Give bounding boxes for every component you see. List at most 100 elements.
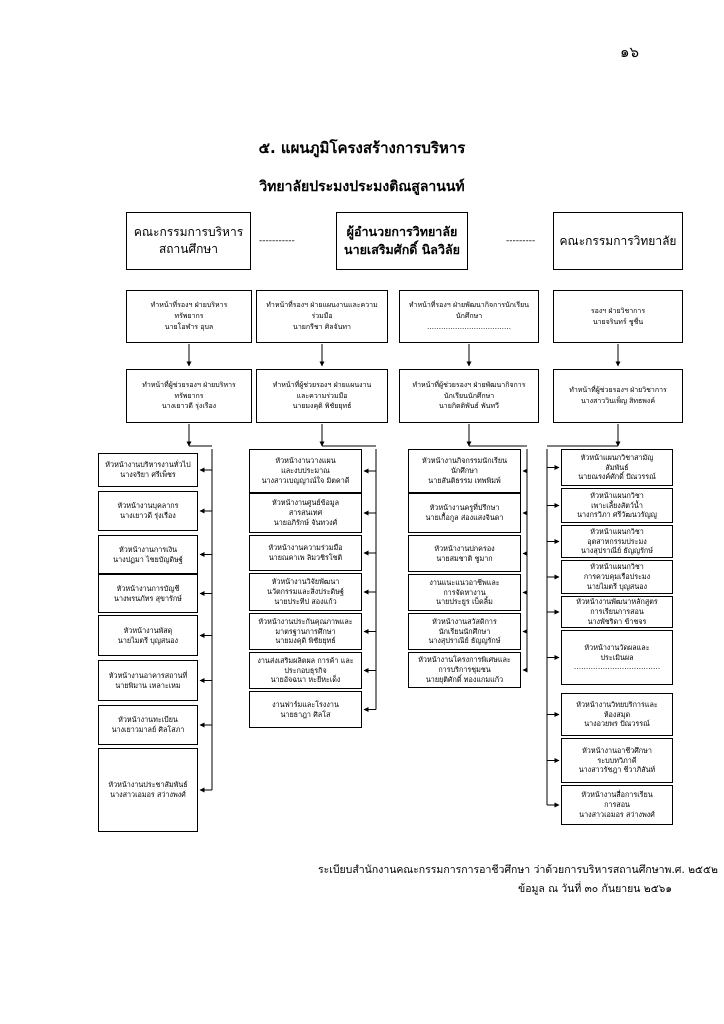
box-line: นางเยาวมาลย์ ศิลโสภา xyxy=(111,725,185,734)
box-line: หัวหน้างานอาคารสถานที่ xyxy=(108,670,188,680)
box-department: หัวหน้างานวิจัยพัฒนานวัตกรรมและสิ่งประดิ… xyxy=(249,573,362,611)
box-line: ทำหน้าที่ผู้ช่วยรองฯ ฝ่ายวิชาการ xyxy=(569,386,667,395)
box-assistant: ทำหน้าที่ผู้ช่วยรองฯ ฝ่ายบริหารทรัพยากรน… xyxy=(126,369,252,423)
box-line: งานฟาร์มและโรงงาน xyxy=(272,699,339,709)
box-department: หัวหน้างานปกครองนายสมชาติ ชูมาก xyxy=(408,535,521,572)
box-line: ทรัพยากร xyxy=(174,391,204,400)
box-line: หัวหน้างานบุคลากร xyxy=(117,501,179,511)
box-line: ……………………………… xyxy=(573,662,661,672)
box-assistant: ทำหน้าที่ผู้ช่วยรองฯ ฝ่ายพัฒนากิจการนักเ… xyxy=(399,369,539,423)
box-line: หัวหน้างานโครงการพิเศษและ xyxy=(418,655,511,665)
box-line: ……………………………… xyxy=(427,322,511,331)
box-line: นักเรียนนักศึกษา xyxy=(443,391,495,400)
box-department: งานแนะแนวอาชีพและการจัดหางานนายประยูร เบ… xyxy=(408,574,521,611)
box-line: นายมงคุดิ พิชัยยุทธ์ xyxy=(292,402,352,411)
box-line: สถานศึกษา xyxy=(158,242,219,256)
box-line: หัวหน้างานสื่อการเรียน xyxy=(581,790,653,800)
box-line: นายกิตติพันธ์ พันทวี xyxy=(439,402,499,411)
box-department: หัวหน้างานวิทยบริการและห้องสมุดนางอวยพร … xyxy=(561,693,673,736)
box-line: ทำหน้าที่รองฯ ฝ่ายบริหาร xyxy=(150,301,228,310)
box-line: ทำหน้าที่ผู้ช่วยรองฯ ฝ่ายพัฒนากิจการ xyxy=(412,380,526,389)
dashed-link-left: ----------- xyxy=(259,236,295,246)
box-line: นายไมตรี บุญสนอง xyxy=(117,635,179,645)
box-line: นางอวยพร ปัณวรรณ์ xyxy=(584,719,650,729)
box-line: เพาะเลี้ยงสัตว์น้ำ xyxy=(591,500,643,510)
box-department: หัวหน้างานพัสดุนายไมตรี บุญสนอง xyxy=(98,615,198,656)
box-deputy: รองฯ ฝ่ายวิชาการนายจรินทร์ ชูชื่น xyxy=(553,290,683,343)
box-line: นางสาววินเพ็ญ สิทธพงค์ xyxy=(580,397,656,405)
box-department: หัวหน้างานสื่อการเรียนการสอนนางสาวเอมอร … xyxy=(561,785,673,825)
box-line: นายอัจฉนา หะยีหะเด็ง xyxy=(270,675,341,685)
box-line: หัวหน้างานความร่วมมือ xyxy=(268,543,343,553)
box-line: การสอน xyxy=(604,800,630,810)
box-department: หัวหน้างานบุคลากรนางเยาวดี รุ่งเรือง xyxy=(98,491,198,531)
box-line: สารสนเทศ xyxy=(288,508,323,518)
box-line: ทำหน้าที่ผู้ช่วยรองฯ ฝ่ายแผนงาน xyxy=(272,380,372,389)
box-line: ทำหน้าที่รองฯ ฝ่ายพัฒนากิจการนักเรียน xyxy=(408,301,530,310)
box-deputy: ทำหน้าที่รองฯ ฝ่ายบริหารทรัพยากรนายโอฬาร… xyxy=(126,290,252,343)
box-line: นายเสริมศักดิ์ นิลวิลัย xyxy=(344,242,460,257)
box-director: ผู้อำนวยการวิทยาลัย นายเสริมศักดิ์ นิลวิ… xyxy=(336,212,468,270)
box-line: นายโอฬาร อุบล xyxy=(164,322,214,331)
box-department: หัวหน้าแผนกวิชาการควบคุมเรือประมงนายไมตร… xyxy=(561,560,673,594)
box-college-board: คณะกรรมการวิทยาลัย xyxy=(553,212,683,270)
box-line: นางสาวรัชฎา ชีวาภิสันท์ xyxy=(578,765,656,775)
box-line: นายอภิรักษ์ จันทวงศ์ xyxy=(273,517,338,527)
box-line: นายเกื้อกูล ส่องแสงจินดา xyxy=(425,513,504,522)
box-line: หัวหน้าแผนกวิชา xyxy=(590,526,644,536)
box-line: นายธาฎา ศิลโส xyxy=(280,709,331,719)
box-line: นายไมตรี บุญสนอง xyxy=(586,581,648,591)
box-line: นางสาวเบญญาณ์ใจ มิตคาดี xyxy=(261,475,350,485)
box-department: หัวหน้างานวางแผนและงบประมาณนางสาวเบญญาณ์… xyxy=(249,449,362,493)
box-line: นายมงคุดิ พิชัยยุทธ์ xyxy=(275,636,336,646)
box-department: งานส่งเสริมผลิตผล การค้า และประกอบธุรกิจ… xyxy=(249,652,362,689)
box-department: หัวหน้างานศูนย์ข้อมูลสารสนเทศนายอภิรักษ์… xyxy=(249,493,362,533)
box-department: หัวหน้างานพัฒนาหลักสูตรการเรียนการสอนนาง… xyxy=(561,596,673,628)
box-line: ทรัพยากร xyxy=(174,312,204,321)
box-line: นายยุติศักดิ์ ทองแกมแก้ว xyxy=(425,674,504,684)
box-line: หัวหน้างานสวัสดิการ xyxy=(432,616,497,626)
box-department: หัวหน้างานอาคารสถานที่นายพิมาน เหลาะเหม xyxy=(98,660,198,701)
box-line: ระบบทวิภาคี xyxy=(597,755,637,765)
box-line: หัวหน้างานประกันคุณภาพและ xyxy=(258,616,353,626)
box-line: การเรียนการสอน xyxy=(590,607,644,617)
box-line: ทำหน้าที่รองฯ ฝ่ายแผนงานและความ xyxy=(266,301,378,310)
box-line: นายประทีป สองแก้ว xyxy=(274,596,337,606)
box-department: หัวหน้างานประชาสัมพันธ์นางสาวเอมอร สว่าง… xyxy=(98,748,198,832)
box-department: หัวหน้างานโครงการพิเศษและการบริการชุมชนน… xyxy=(408,652,521,688)
box-line: อุตสาหกรรมประมง xyxy=(587,536,647,546)
box-line: คณะกรรมการวิทยาลัย xyxy=(559,233,677,248)
box-deputy: ทำหน้าที่รองฯ ฝ่ายพัฒนากิจการนักเรียนนัก… xyxy=(399,290,539,343)
box-line: นางเยาวดี รุ่งเรือง xyxy=(161,402,217,411)
box-department: หัวหน้างานอาชีวศึกษาระบบทวิภาคีนางสาวรัช… xyxy=(561,738,673,783)
box-department: หัวหน้างานการเงินนางปฏมา ไชยบัญดิษฐ์ xyxy=(98,535,198,574)
box-line: หัวหน้าแผนกวิชา xyxy=(590,490,644,500)
box-line: นายณคาเพ ลิมวชิรโชติ xyxy=(268,553,343,562)
box-department: หัวหน้าแผนกวิชาอุตสาหกรรมประมงนางสุปราณี… xyxy=(561,525,673,558)
box-line: การจัดหางาน xyxy=(443,587,486,597)
box-line: นางจริยา ศรีเพ็ชร xyxy=(120,470,176,479)
box-department: หัวหน้าแผนกวิชาเพาะเลี้ยงสัตว์น้ำนางกรวิ… xyxy=(561,488,673,523)
box-line: นายณรงค์ศักดิ์ ปัณวรรณ์ xyxy=(578,472,656,482)
box-line: หัวหน้างานวางแผน xyxy=(275,456,336,466)
box-department: หัวหน้างานทะเบียนนางเยาวมาลย์ ศิลโสภา xyxy=(98,705,198,745)
box-line: นางสุปราณีย์ ธัญญรักษ์ xyxy=(428,636,501,646)
box-line: หัวหน้างานวัดผลและ xyxy=(584,642,650,652)
box-line: นางสาวเอมอร สว่างพงศ์ xyxy=(579,809,655,819)
box-department: หัวหน้าแผนกวิชาสามัญสัมพันธ์นายณรงค์ศักด… xyxy=(561,449,673,486)
box-line: มาตรฐานการศึกษา xyxy=(275,626,336,636)
box-line: หัวหน้างานปกครอง xyxy=(434,543,495,553)
box-line: นายประยูร เบ็ดลิ้ม xyxy=(436,597,493,607)
box-line: ทำหน้าที่ผู้ช่วยรองฯ ฝ่ายบริหาร xyxy=(142,380,236,389)
box-line: หัวหน้างานการบัญชี xyxy=(116,583,180,593)
box-line: นายจรินทร์ ชูชื่น xyxy=(592,317,644,326)
page-title: ๕. แผนภูมิโครงสร้างการบริหาร xyxy=(258,139,466,157)
box-department: หัวหน้างานประกันคุณภาพและมาตรฐานการศึกษา… xyxy=(249,613,362,650)
box-line: ประกอบธุรกิจ xyxy=(284,665,327,675)
box-line: หัวหน้างานการเงิน xyxy=(118,544,178,554)
box-department: หัวหน้างานวัดผลและประเมินผล……………………………… xyxy=(561,630,673,685)
page-number: ๑๖ xyxy=(620,43,640,61)
box-line: คณะกรรมการบริหาร xyxy=(133,225,244,240)
box-line: และงบประมาณ xyxy=(281,466,330,476)
box-line: หัวหน้าแผนกวิชาสามัญ xyxy=(580,452,654,462)
